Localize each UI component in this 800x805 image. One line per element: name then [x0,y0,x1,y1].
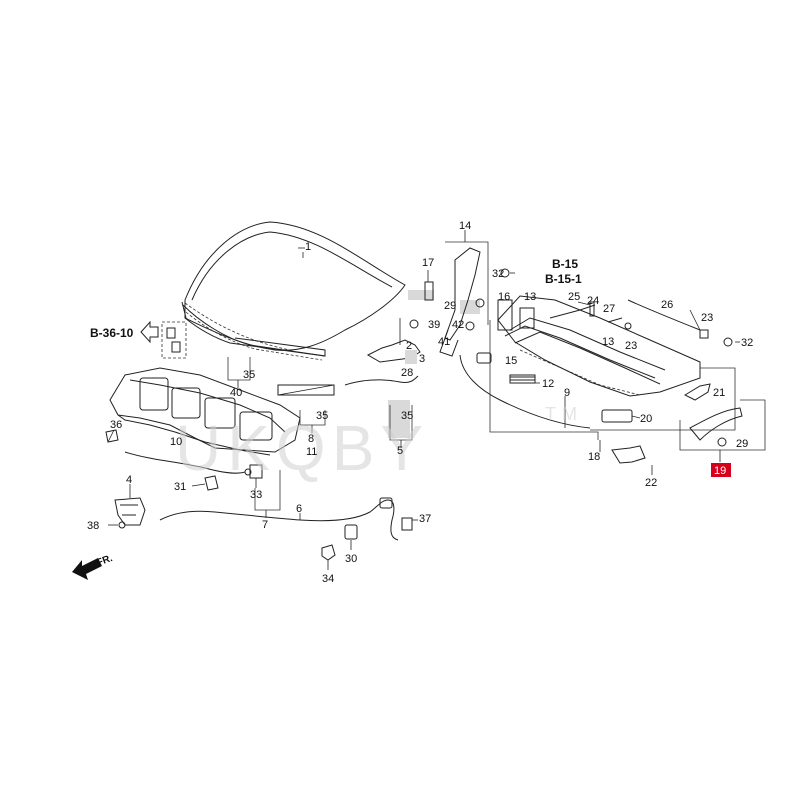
label-40: 40 [230,387,242,399]
label-17: 17 [422,257,434,269]
label-13a: 13 [524,291,536,303]
label-23b: 23 [625,340,637,352]
label-35a: 35 [243,369,255,381]
label-37: 37 [419,513,431,525]
clip-31 [204,475,219,491]
label-6: 6 [296,503,302,515]
ref-label-b-15: B-15 [552,257,578,271]
bolt-32b [723,337,733,347]
label-41: 41 [438,336,450,348]
seal-12 [509,374,536,384]
watermark-mark: TM [545,404,583,424]
label-12: 12 [542,378,554,390]
bracket-40 [227,357,251,381]
front-label: FR. [95,553,114,569]
ref-b-36-10: B-36-10 [90,320,187,359]
hood-seal-strip [182,304,326,361]
label-29b: 29 [736,438,748,450]
clip-23 [699,329,709,339]
label-28: 28 [401,367,413,379]
clip-34 [321,544,336,561]
bolt-39 [409,319,419,329]
hood-panel [181,221,406,357]
bolt-32a [500,268,510,278]
bumper-30 [344,524,358,540]
label-32a: 32 [492,268,504,280]
label-4: 4 [126,474,132,486]
support-rod [277,384,335,396]
label-39: 39 [428,319,440,331]
label-5: 5 [397,445,403,457]
watermark-text: UKQBY [175,412,429,484]
label-20: 20 [640,413,652,425]
label-26: 26 [661,299,673,311]
grille-21 [683,383,711,401]
front-direction-arrow: FR. [72,553,114,580]
label-33: 33 [250,489,262,501]
label-35b: 35 [316,410,328,422]
label-38: 38 [87,520,99,532]
bracket-cowl-right [590,367,736,431]
label-10: 10 [170,436,182,448]
rubber-26 [627,299,701,331]
release-cable-10 [124,451,246,474]
label-8: 8 [308,433,314,445]
hood-latch [114,484,146,529]
label-30: 30 [345,553,357,565]
grommet-15 [476,352,492,364]
grommet-13 [519,307,535,329]
leader-lines [107,252,740,570]
label-16: 16 [498,291,510,303]
label-36: 36 [110,419,122,431]
nozzle-20 [601,409,633,423]
bumper-clip-icon [166,327,176,339]
label-14: 14 [459,220,471,232]
bracket-8 [299,410,326,426]
label-23a: 23 [701,312,713,324]
label-18: 18 [588,451,600,463]
label-27: 27 [603,303,615,315]
label-9: 9 [564,387,570,399]
label-29a: 29 [444,300,456,312]
seal-16 [497,299,513,331]
label-35c: 35 [401,410,413,422]
washer-hose-9 [459,354,591,429]
label-31: 31 [174,481,186,493]
hood-insulator [109,367,301,456]
cowl-top [497,295,701,397]
label-1: 1 [305,241,311,253]
clip-36 [105,429,119,443]
label-2: 2 [406,340,412,352]
cap-22 [611,445,646,464]
ref-label-b-15-1: B-15-1 [545,272,582,286]
label-21: 21 [713,387,725,399]
ref-label-b-36-10: B-36-10 [90,326,134,340]
part-labels: 1 2 3 4 5 6 7 8 9 10 11 12 13 13 14 15 1… [87,220,753,585]
hood-seal-front [344,318,421,386]
clip-27 [607,317,623,323]
label-24: 24 [587,295,599,307]
label-13b: 13 [602,336,614,348]
stay-17 [424,281,434,301]
label-34: 34 [322,573,334,585]
label-25: 25 [568,291,580,303]
label-42: 42 [452,319,464,331]
label-3: 3 [419,353,425,365]
highlight-label: 19 [714,465,726,477]
label-22: 22 [645,477,657,489]
bracket-19-assembly [679,399,766,462]
hood-hinge [409,230,489,357]
bracket-18 [489,320,599,440]
label-11: 11 [306,446,317,458]
highlight-part-19: 19 [711,463,731,477]
bracket-7 [254,470,281,511]
clip-33 [249,464,263,488]
label-15: 15 [505,355,517,367]
label-32b: 32 [741,337,753,349]
label-7: 7 [262,519,268,531]
hood-release-cable [159,499,399,541]
